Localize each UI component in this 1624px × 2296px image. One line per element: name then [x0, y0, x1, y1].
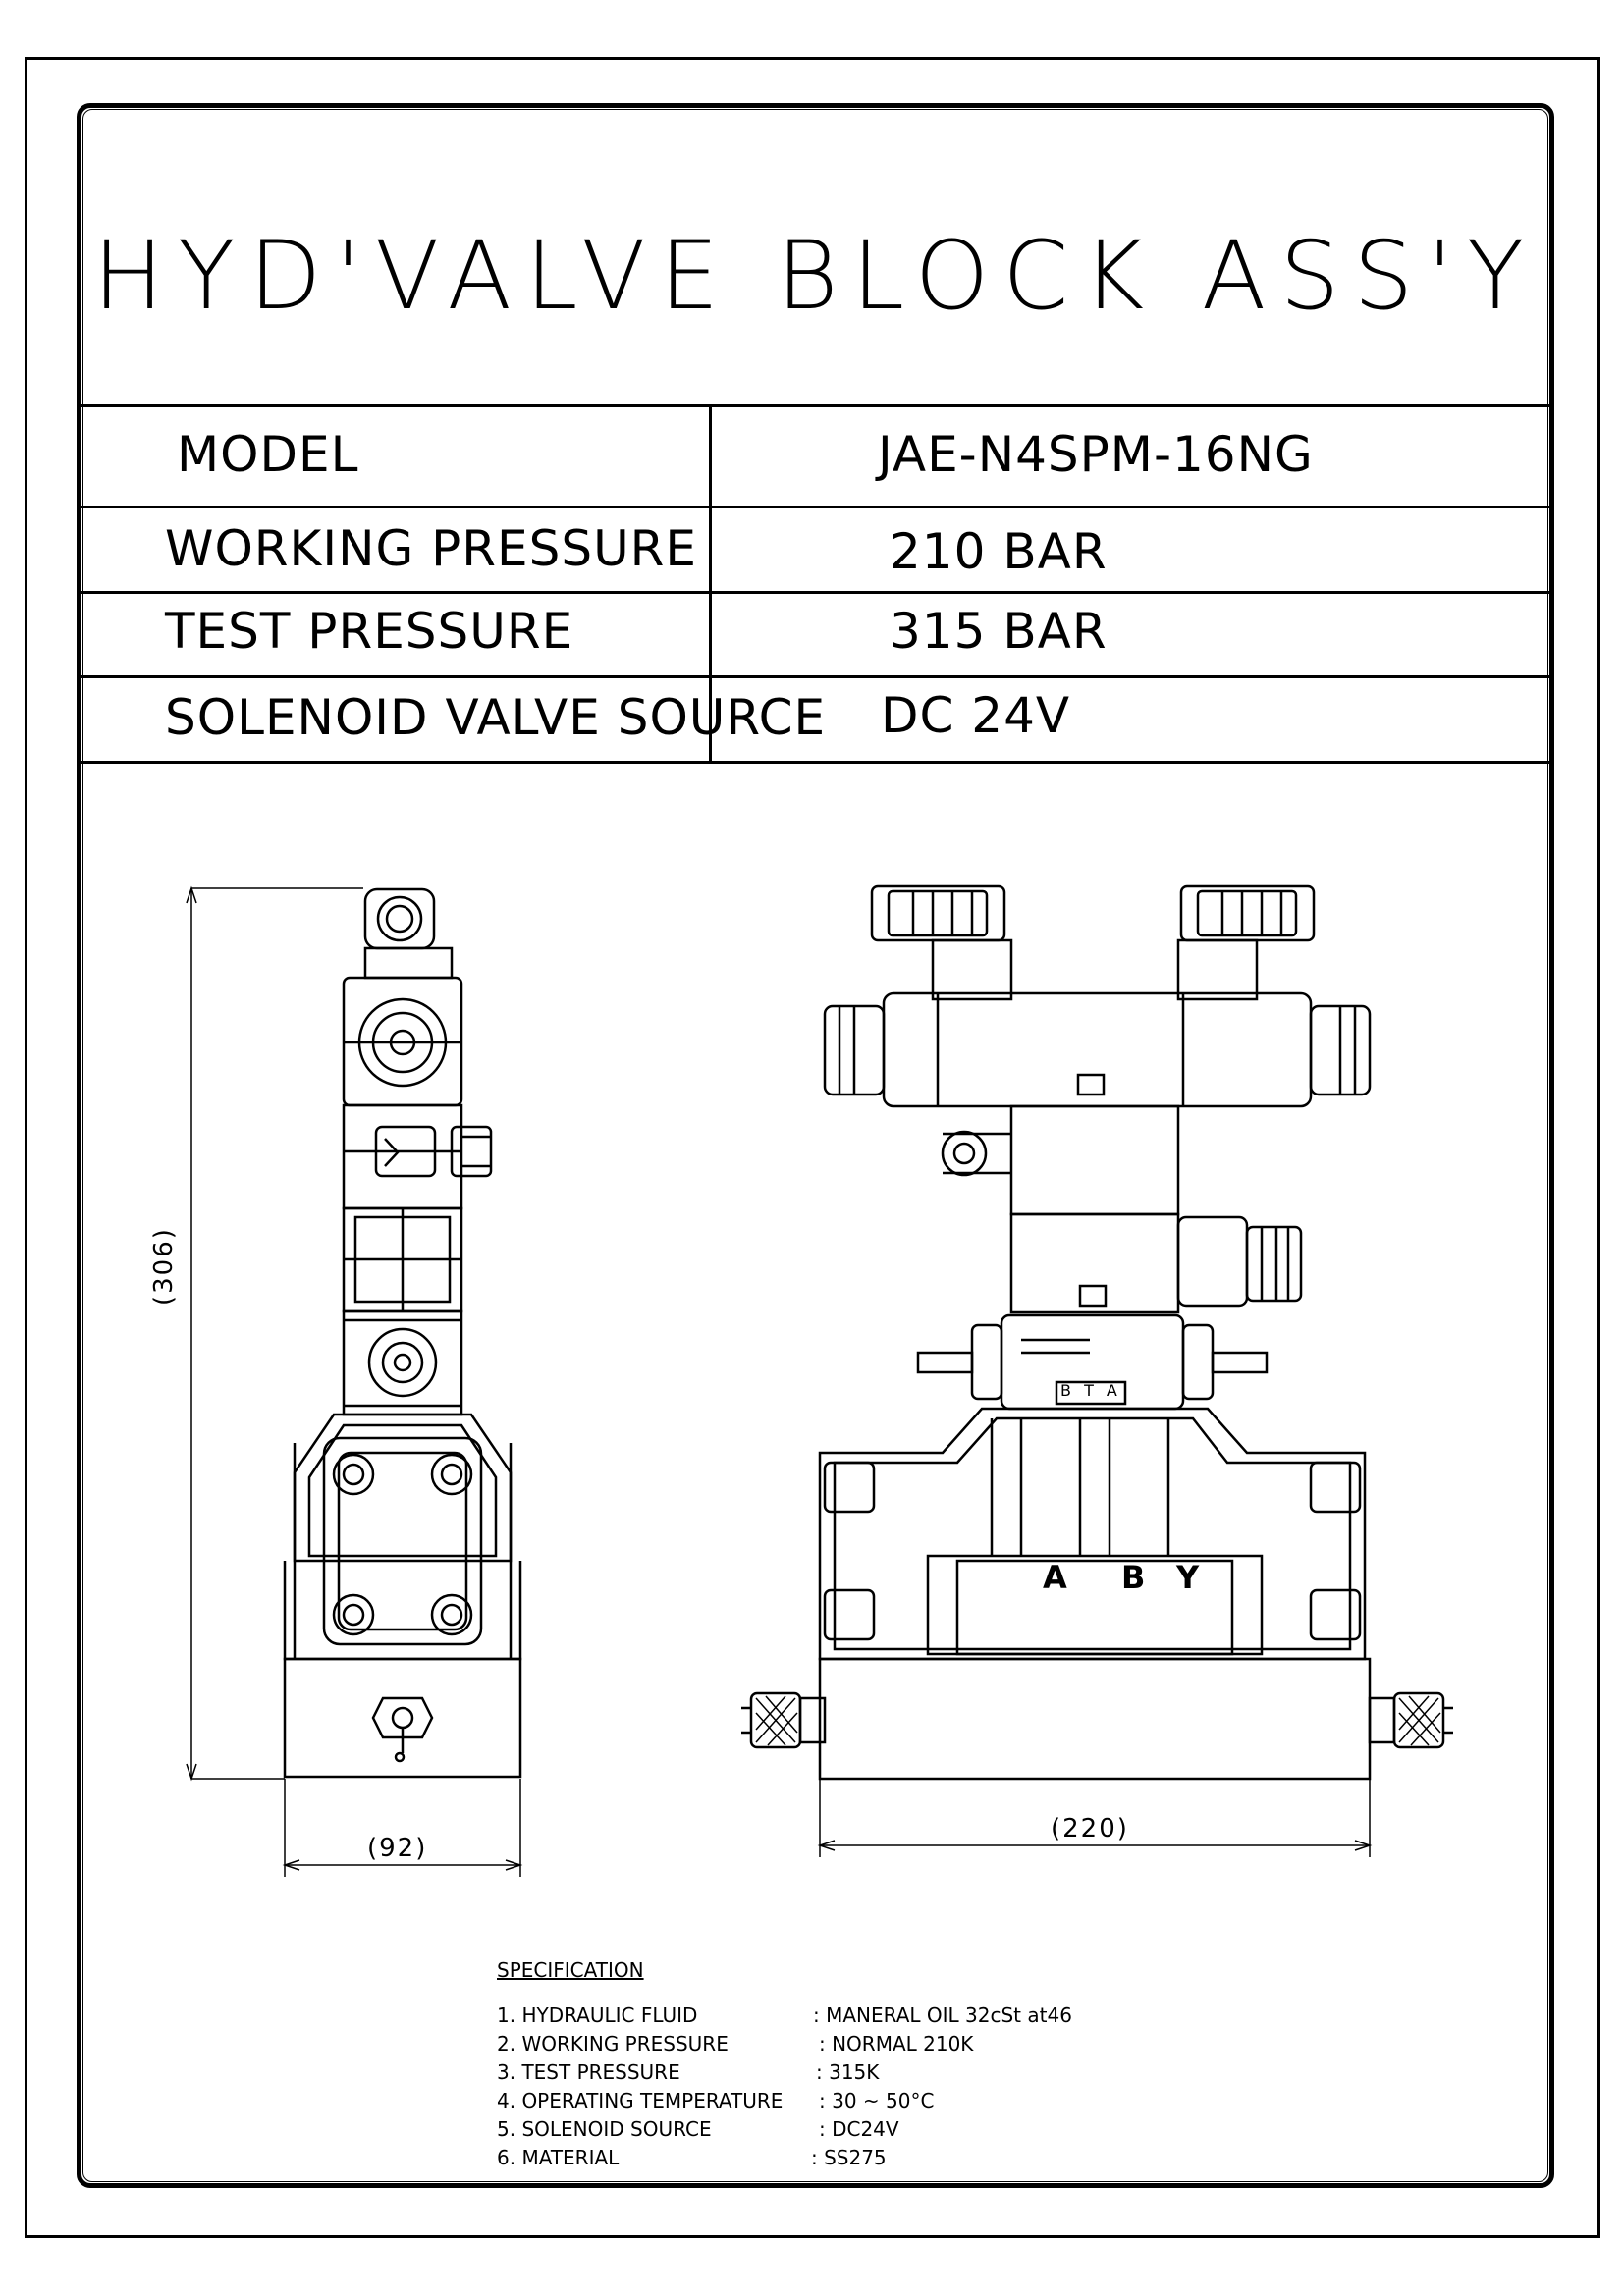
- dimension-lines: [186, 885, 1373, 1877]
- spec-value: : DC24V: [819, 2117, 899, 2141]
- table-rule: [79, 506, 1552, 508]
- table-rule: [79, 675, 1552, 678]
- solenoid-source-label: SOLENOID VALVE SOURCE: [165, 689, 827, 746]
- spec-row: 5. SOLENOID SOURCE : DC24V: [497, 2117, 899, 2146]
- spec-row: 3. TEST PRESSURE : 315K: [497, 2060, 879, 2089]
- model-value: JAE-N4SPM-16NG: [878, 426, 1314, 483]
- side-width-dimension: (92): [367, 1834, 428, 1863]
- port-a-label: A: [1043, 1559, 1069, 1596]
- spec-key: 2. WORKING PRESSURE: [497, 2032, 729, 2056]
- spec-value: : NORMAL 210K: [819, 2032, 974, 2056]
- height-dimension: (306): [149, 1227, 179, 1306]
- spec-key: 4. OPERATING TEMPERATURE: [497, 2089, 784, 2112]
- side-view: [283, 887, 522, 1779]
- drawing-border-inner: [82, 109, 1548, 2182]
- test-pressure-label: TEST PRESSURE: [165, 603, 574, 660]
- port-y-label: Y: [1176, 1559, 1202, 1596]
- spec-row: 1. HYDRAULIC FLUID : MANERAL OIL 32cSt at…: [497, 2003, 1072, 2032]
- specification-block: SPECIFICATION 1. HYDRAULIC FLUID : MANERA…: [497, 1958, 1072, 2174]
- spec-key: 5. SOLENOID SOURCE: [497, 2117, 712, 2141]
- spec-row: 2. WORKING PRESSURE : NORMAL 210K: [497, 2032, 973, 2060]
- table-top-rule: [79, 404, 1552, 407]
- drawing-border: [77, 103, 1554, 2188]
- outer-frame: [25, 57, 1600, 2238]
- front-view: [741, 884, 1453, 1781]
- spec-value: : MANERAL OIL 32cSt at46: [813, 2003, 1072, 2027]
- working-pressure-value: 210 BAR: [890, 523, 1108, 580]
- table-divider: [709, 404, 712, 763]
- front-width-dimension: (220): [1051, 1814, 1129, 1843]
- drawing-title: HYD'VALVE BLOCK ASS'Y: [92, 221, 1539, 331]
- block-port-label: B T A: [1060, 1381, 1121, 1400]
- solenoid-source-value: DC 24V: [881, 687, 1071, 744]
- spec-row: 6. MATERIAL : SS275: [497, 2146, 887, 2174]
- test-pressure-value: 315 BAR: [890, 603, 1108, 660]
- spec-key: 1. HYDRAULIC FLUID: [497, 2003, 698, 2027]
- specification-heading: SPECIFICATION: [497, 1958, 644, 1982]
- spec-key: 6. MATERIAL: [497, 2146, 620, 2169]
- spec-row: 4. OPERATING TEMPERATURE : 30 ~ 50°C: [497, 2089, 934, 2117]
- spec-value: : SS275: [811, 2146, 887, 2169]
- spec-value: : 315K: [816, 2060, 880, 2084]
- working-pressure-label: WORKING PRESSURE: [165, 520, 698, 577]
- port-b-label: B: [1121, 1559, 1148, 1596]
- model-label: MODEL: [177, 426, 359, 483]
- spec-key: 3. TEST PRESSURE: [497, 2060, 680, 2084]
- table-bottom-rule: [79, 761, 1552, 764]
- table-rule: [79, 591, 1552, 594]
- spec-value: : 30 ~ 50°C: [819, 2089, 935, 2112]
